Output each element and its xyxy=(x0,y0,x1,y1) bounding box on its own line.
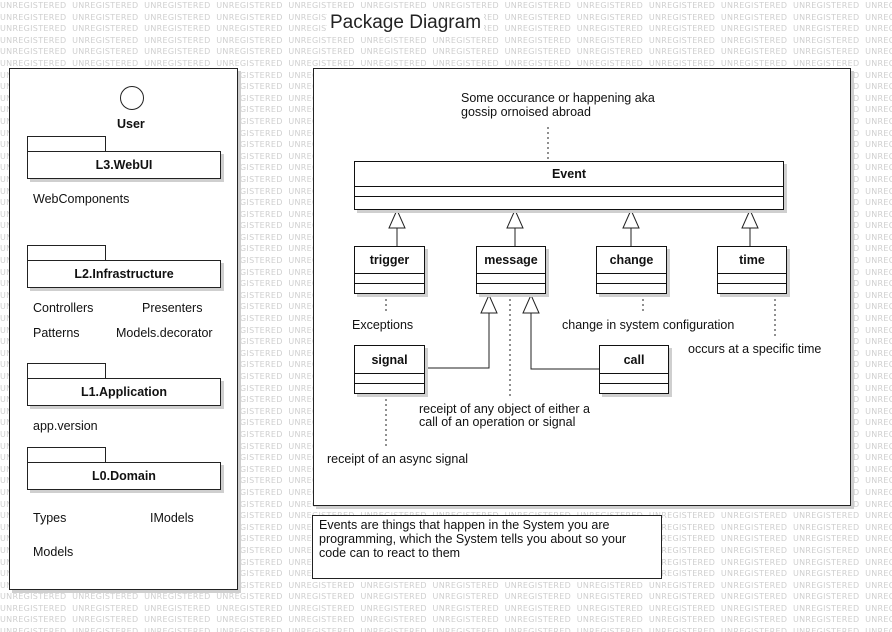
note-line: Events are things that happen in the Sys… xyxy=(319,518,610,532)
class-attributes xyxy=(355,274,424,284)
class-attributes xyxy=(355,374,424,384)
class-attributes xyxy=(597,274,666,284)
class-name: change xyxy=(597,247,666,274)
package-l1-application[interactable]: L1.Application xyxy=(27,378,221,406)
watermark-row: UNREGISTERED UNREGISTERED UNREGISTERED U… xyxy=(0,24,892,34)
inheritance-arrow-icon xyxy=(388,208,406,229)
inheritance-arrow-icon xyxy=(622,208,640,229)
events-note: Events are things that happen in the Sys… xyxy=(312,515,662,579)
inheritance-arrow-icon xyxy=(506,208,524,229)
message-annotation-line: receipt of any object of either a xyxy=(419,402,590,416)
class-name: trigger xyxy=(355,247,424,274)
class-call[interactable]: call xyxy=(599,345,669,394)
class-operations xyxy=(355,384,424,393)
class-operations xyxy=(597,284,666,293)
package-item: Controllers xyxy=(33,301,94,315)
watermark-row: UNREGISTERED UNREGISTERED UNREGISTERED U… xyxy=(0,47,892,57)
inheritance-arrow-icon xyxy=(741,208,759,229)
generalization-line xyxy=(530,313,599,370)
watermark-row: UNREGISTERED UNREGISTERED UNREGISTERED U… xyxy=(0,1,892,10)
class-name: call xyxy=(600,346,668,374)
note-line: code can to react to them xyxy=(319,546,461,560)
watermark-row: UNREGISTERED UNREGISTERED UNREGISTERED U… xyxy=(0,58,892,68)
event-note-line: Some occurance or happening aka xyxy=(461,91,655,105)
class-name: time xyxy=(718,247,786,274)
class-operations xyxy=(600,384,668,393)
watermark-row: UNREGISTERED UNREGISTERED UNREGISTERED U… xyxy=(0,35,892,45)
package-item: Models.decorator xyxy=(116,326,213,340)
class-event[interactable]: Event xyxy=(354,161,784,210)
message-annotation-line: call of an operation or signal xyxy=(419,415,576,429)
signal-annotation: receipt of an async signal xyxy=(327,452,469,466)
package-l3-webui[interactable]: L3.WebUI xyxy=(27,151,221,179)
class-name: signal xyxy=(355,346,424,374)
package-l0-domain[interactable]: L0.Domain xyxy=(27,462,221,490)
note-line: programming, which the System tells you … xyxy=(319,532,627,546)
package-item: IModels xyxy=(150,511,194,525)
package-item: WebComponents xyxy=(33,192,130,206)
class-attributes xyxy=(600,374,668,384)
actor-icon xyxy=(120,86,144,110)
class-attributes xyxy=(355,187,783,197)
package-item: Presenters xyxy=(142,301,203,315)
class-change[interactable]: change xyxy=(596,246,667,294)
class-signal[interactable]: signal xyxy=(354,345,425,394)
package-item: Patterns xyxy=(33,326,80,340)
generalization-line xyxy=(424,313,490,369)
inheritance-arrow-icon xyxy=(480,293,498,314)
package-l2-infrastructure[interactable]: L2.Infrastructure xyxy=(27,260,221,288)
package-item: Models xyxy=(33,545,74,559)
change-annotation: change in system configuration xyxy=(562,318,735,332)
class-name: Event xyxy=(355,162,783,187)
class-operations xyxy=(355,284,424,293)
watermark-row: UNREGISTERED UNREGISTERED UNREGISTERED U… xyxy=(0,615,892,625)
class-operations xyxy=(355,197,783,206)
event-note-line: gossip ornoised abroad xyxy=(461,105,591,119)
actor-label: User xyxy=(117,117,145,131)
time-annotation: occurs at a specific time xyxy=(688,342,822,356)
watermark-row: UNREGISTERED UNREGISTERED UNREGISTERED U… xyxy=(0,603,892,613)
trigger-annotation: Exceptions xyxy=(352,318,414,332)
watermark-row: UNREGISTERED UNREGISTERED UNREGISTERED U… xyxy=(0,627,892,632)
class-trigger[interactable]: trigger xyxy=(354,246,425,294)
class-name: message xyxy=(477,247,545,274)
class-operations xyxy=(477,284,545,293)
inheritance-arrow-icon xyxy=(522,293,540,314)
class-attributes xyxy=(477,274,545,284)
class-operations xyxy=(718,284,786,293)
page-title: Package Diagram xyxy=(327,12,485,34)
watermark-row: UNREGISTERED UNREGISTERED UNREGISTERED U… xyxy=(0,592,892,602)
package-item: app.version xyxy=(33,419,98,433)
package-item: Types xyxy=(33,511,67,525)
class-message[interactable]: message xyxy=(476,246,546,294)
class-attributes xyxy=(718,274,786,284)
class-time[interactable]: time xyxy=(717,246,787,294)
